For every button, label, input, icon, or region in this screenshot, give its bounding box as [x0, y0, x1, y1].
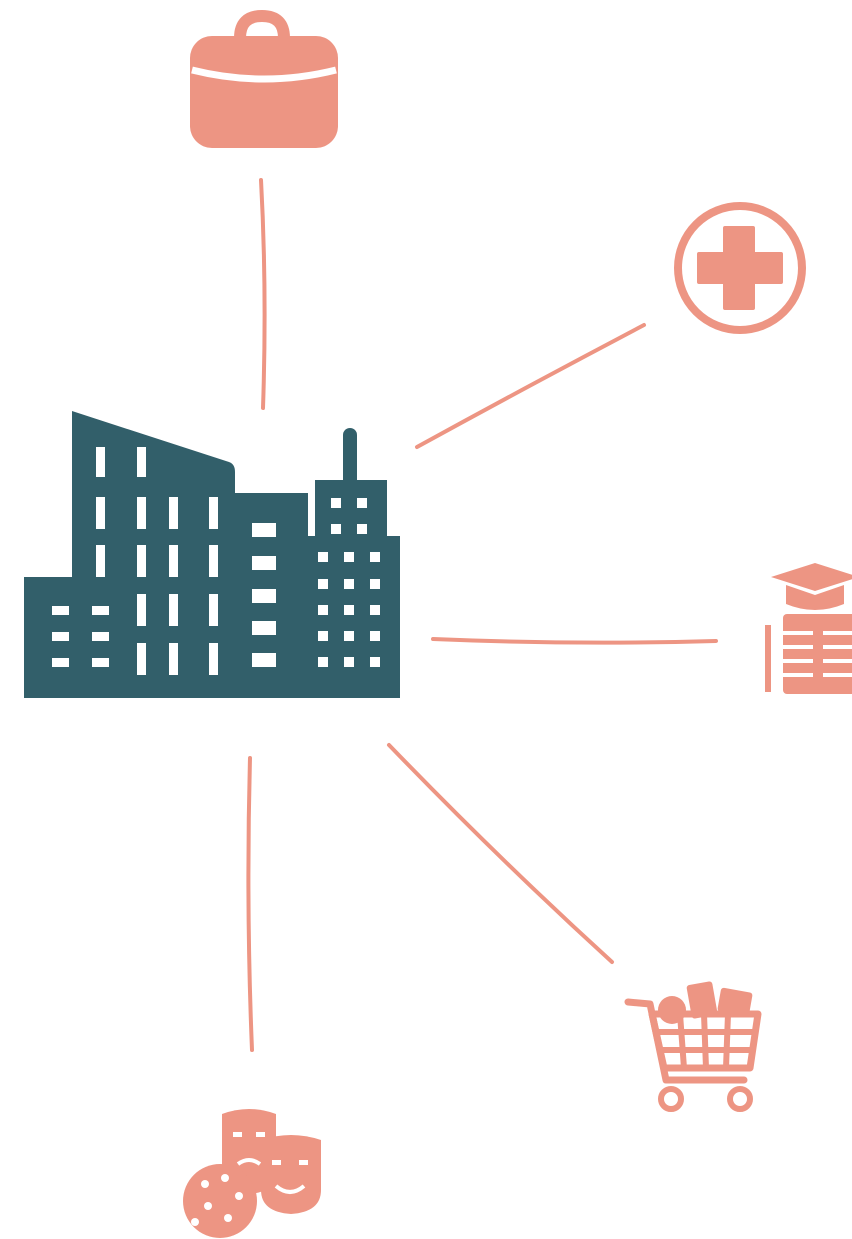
connector-shopping	[387, 743, 614, 964]
briefcase-icon	[190, 9, 338, 148]
medical-cross-icon	[674, 202, 806, 334]
shopping-cart-icon	[624, 981, 762, 1112]
connector-health	[415, 323, 646, 449]
connector-education	[431, 637, 718, 645]
theater-masks-icon	[183, 1109, 321, 1238]
graduation-book-icon	[765, 563, 852, 694]
connector-leisure	[246, 756, 254, 1052]
city-buildings-icon	[24, 411, 400, 698]
connector-lines	[246, 178, 718, 1052]
connector-work	[259, 178, 267, 410]
